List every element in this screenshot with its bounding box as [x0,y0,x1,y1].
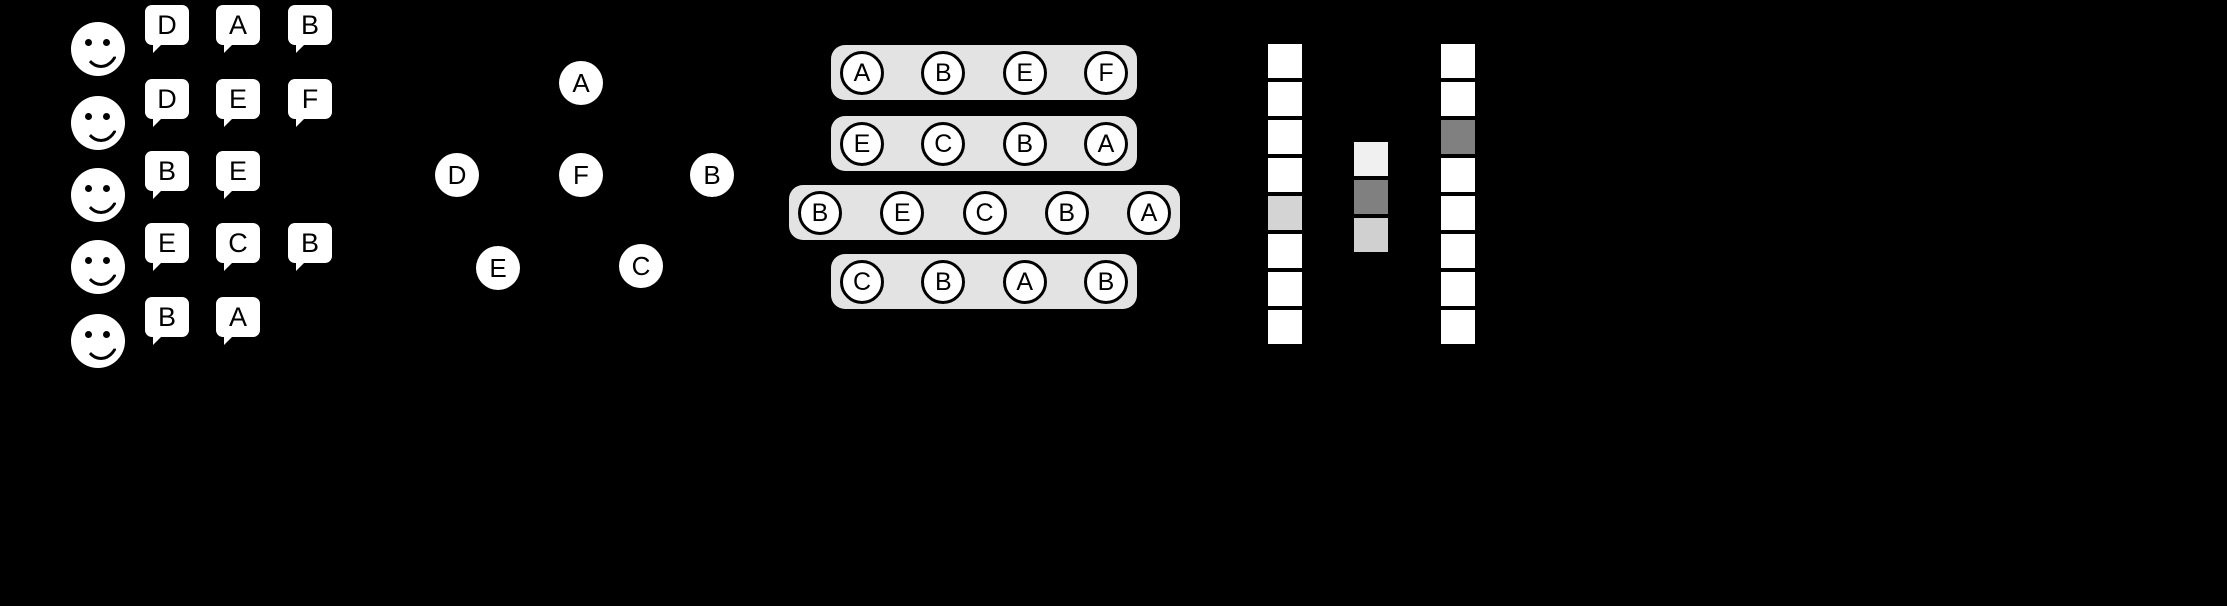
group-item[interactable]: A [840,50,884,95]
preference-tag[interactable]: E [145,223,189,271]
smiley-mouth [83,46,119,68]
grayscale-cell[interactable] [1354,218,1388,252]
grayscale-cell[interactable] [1441,44,1475,78]
preference-tag[interactable]: A [216,297,260,345]
scatter-item[interactable]: E [476,246,520,290]
preference-tag[interactable]: E [216,151,260,199]
smiley-face-icon [71,314,125,368]
preference-tag[interactable]: B [145,151,189,199]
smiley-eye-left [85,331,92,338]
group-item[interactable]: E [880,190,925,235]
grayscale-cell[interactable] [1441,310,1475,344]
grayscale-cell[interactable] [1441,82,1475,116]
smiley-eye-right [103,257,110,264]
smiley-eye-left [85,39,92,46]
grayscale-cell[interactable] [1268,234,1302,268]
grayscale-cell[interactable] [1268,272,1302,306]
scatter-item[interactable]: B [690,153,734,197]
group-item[interactable]: C [921,121,966,166]
smiley-face-icon [71,168,125,222]
grayscale-cell[interactable] [1441,272,1475,306]
smiley-mouth [83,338,119,360]
preference-tag[interactable]: B [288,223,332,271]
smiley-mouth [83,120,119,142]
group-item[interactable]: E [840,121,884,166]
group-item[interactable]: C [840,259,884,304]
preference-tag[interactable]: F [288,79,332,127]
grayscale-cell[interactable] [1268,196,1302,230]
smiley-face-icon [71,240,125,294]
group-item[interactable]: B [921,259,966,304]
group-item[interactable]: B [1044,190,1089,235]
group-item[interactable]: A [1084,121,1128,166]
group-item[interactable]: A [1002,259,1047,304]
smiley-eye-left [85,113,92,120]
smiley-eye-right [103,185,110,192]
smiley-eye-right [103,113,110,120]
group-item[interactable]: F [1084,50,1128,95]
smiley-mouth [83,192,119,214]
preference-tag[interactable]: B [145,297,189,345]
scatter-item[interactable]: F [559,153,603,197]
preference-tag[interactable]: E [216,79,260,127]
group-item[interactable]: B [1002,121,1047,166]
smiley-eye-left [85,185,92,192]
smiley-mouth [83,264,119,286]
preference-tag[interactable]: A [216,5,260,53]
group-item[interactable]: A [1127,190,1171,235]
group-item[interactable]: E [1002,50,1047,95]
grayscale-cell[interactable] [1268,82,1302,116]
grayscale-cell[interactable] [1441,120,1475,154]
smiley-face-icon [71,96,125,150]
group-item[interactable]: B [1084,259,1128,304]
smiley-face-icon [71,22,125,76]
smiley-eye-left [85,257,92,264]
group-item[interactable]: B [921,50,966,95]
smiley-eye-right [103,39,110,46]
grayscale-cell[interactable] [1268,158,1302,192]
scatter-item[interactable]: C [619,244,663,288]
grayscale-cell[interactable] [1268,120,1302,154]
scatter-item[interactable]: D [435,153,479,197]
grayscale-cell[interactable] [1268,310,1302,344]
smiley-eye-right [103,331,110,338]
group-item[interactable]: C [962,190,1007,235]
grayscale-cell[interactable] [1354,142,1388,176]
grayscale-cell[interactable] [1354,180,1388,214]
preference-tag[interactable]: B [288,5,332,53]
preference-tag[interactable]: D [145,5,189,53]
preference-tag[interactable]: C [216,223,260,271]
preference-tag[interactable]: D [145,79,189,127]
grayscale-cell[interactable] [1441,158,1475,192]
scatter-item[interactable]: A [559,61,603,105]
grayscale-cell[interactable] [1441,234,1475,268]
grayscale-cell[interactable] [1441,196,1475,230]
group-item[interactable]: B [798,190,842,235]
grayscale-cell[interactable] [1268,44,1302,78]
